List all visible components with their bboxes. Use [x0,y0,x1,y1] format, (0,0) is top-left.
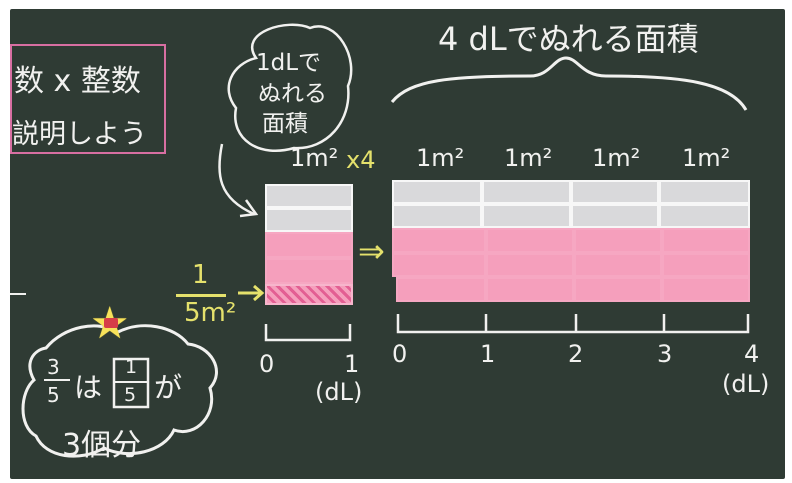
bubble-outline [21,324,218,458]
m2-label-4: 1m² [682,144,731,172]
bracket-right [396,314,750,334]
grid-pink-3-1 [396,277,486,302]
grid-gray-1-4 [659,180,750,204]
fraction-arrow [238,284,265,302]
bubble-ha: は [74,371,103,404]
inner-fraction-box [112,357,150,409]
grid-gray-1-3 [571,180,659,204]
bubble-fraction-den: 5 [47,383,60,407]
left-axis-tick-0: 0 [259,350,275,378]
bracket-left [264,324,352,342]
note-line2: ぬれる [258,81,327,107]
right-axis-tick-0: 0 [392,340,408,368]
m2-label-left: 1m² [290,144,339,172]
left-pink-cell-1 [265,232,353,258]
bubble-ga: が [154,371,183,404]
note-line3: 面積 [262,111,308,137]
note-line1: 1dLで [256,50,322,76]
right-axis-tick-4: 4 [744,340,760,368]
bubble-bottom-text: 3個分 [62,428,142,463]
bubble-fraction-num: 3 [47,355,60,379]
grid-gray-2-3 [571,204,659,228]
fraction-bar [176,294,226,297]
top-brace [390,56,748,111]
inner-fraction-den: 5 [124,384,137,406]
grid-pink-3-3 [574,277,662,302]
fraction-denominator: 5m² [184,298,237,328]
title-line1: 数 x 整数 [14,64,141,99]
note-cloud-outline [227,23,353,153]
right-axis-unit: (dL) [722,370,770,398]
title-box [10,44,166,154]
left-gray-cell-2 [265,208,353,232]
top-label: 4 dLでぬれる面積 [438,20,699,58]
grid-gray-2-1 [392,204,482,228]
note-arrow-head [239,199,259,218]
right-axis-tick-1: 1 [480,340,496,368]
grid-pink-2-2 [486,253,574,277]
grid-pink-1-2 [486,228,574,253]
inner-fraction-num: 1 [125,356,138,378]
right-axis-tick-2: 2 [568,340,584,368]
m2-label-1: 1m² [416,144,465,172]
title-line2: 説明しよう [12,119,147,150]
transform-arrow: ⇒ [358,232,385,270]
grid-pink-2-1 [392,253,486,277]
grid-gray-2-4 [659,204,750,228]
fraction-numerator: 1 [192,260,209,290]
m2-label-2: 1m² [504,144,553,172]
grid-pink-1-3 [574,228,662,253]
grid-pink-1-4 [662,228,750,253]
grid-pink-1-1 [392,228,486,253]
left-axis-tick-1: 1 [344,350,360,378]
grid-gray-2-2 [482,204,571,228]
times-four-label: x4 [346,146,376,174]
left-pink-cell-2 [265,258,353,284]
grid-pink-3-2 [486,277,574,302]
grid-gray-1-1 [392,180,482,204]
right-axis-tick-3: 3 [657,340,673,368]
grid-pink-3-4 [662,277,750,302]
left-axis-unit: (dL) [315,378,363,406]
grid-pink-2-4 [662,253,750,277]
left-hatched-cell [265,284,353,305]
grid-gray-1-2 [482,180,571,204]
note-arrow [218,143,255,216]
m2-label-3: 1m² [592,144,641,172]
grid-pink-2-3 [574,253,662,277]
star-center-mark [104,318,118,328]
left-gray-cell-1 [265,184,353,208]
